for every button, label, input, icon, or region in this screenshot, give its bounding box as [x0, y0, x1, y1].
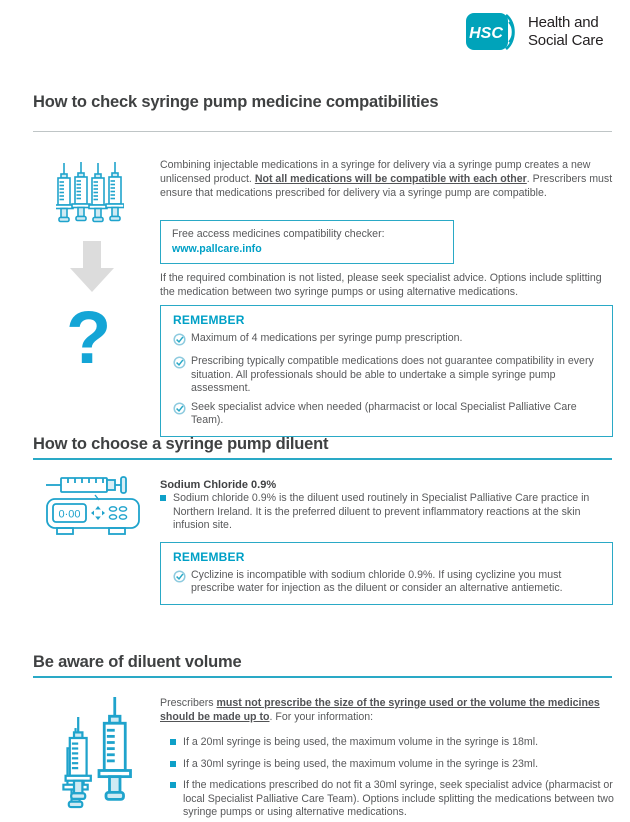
section2-divider — [33, 458, 612, 460]
section1-divider — [33, 131, 612, 132]
two-syringes-icon — [58, 695, 138, 814]
remember-box-1: REMEMBER Maximum of 4 medications per sy… — [160, 305, 613, 437]
remember-box-2: REMEMBER Cyclizine is incompatible with … — [160, 541, 613, 605]
section3-content: Prescribers must not prescribe the size … — [160, 696, 616, 822]
remember1-item: Maximum of 4 medications per syringe pum… — [173, 332, 600, 350]
remember1-item: Seek specialist advice when needed (phar… — [173, 401, 600, 428]
org-name-line2: Social Care — [528, 32, 604, 49]
intro-bold-text: Not all medications will be compatible w… — [254, 173, 527, 185]
remember2-item: Cyclizine is incompatible with sodium ch… — [173, 569, 600, 596]
volume-bullet-text: If the medications prescribed do not fit… — [183, 779, 614, 818]
hsc-logo-icon: HSC — [466, 13, 515, 51]
volume-bullet-text: If a 20ml syringe is being used, the max… — [183, 736, 539, 748]
intro-text-end: . Prescribers must ensure that medicatio… — [160, 173, 613, 199]
square-bullet-icon — [170, 758, 183, 772]
hsc-logo-text: HSC — [469, 25, 503, 42]
section1-advice: If the required combination is not liste… — [160, 272, 602, 298]
remember1-item-text: Prescribing typically compatible medicat… — [191, 355, 594, 394]
four-syringes-icon — [54, 161, 125, 231]
hsc-logo: HSC Health and Social Care — [466, 12, 604, 52]
check-circle-icon — [173, 569, 191, 596]
intro-text: Prescribers — [160, 697, 217, 709]
pallcare-link[interactable]: www.pallcare.info — [172, 243, 262, 255]
remember1-item-text: Maximum of 4 medications per syringe pum… — [191, 332, 463, 344]
section1-title: How to check syringe pump medicine compa… — [33, 93, 439, 111]
check-circle-icon — [173, 332, 191, 350]
remember1-title: REMEMBER — [173, 313, 245, 327]
compatibility-checker-box: Free access medicines compatibility chec… — [160, 220, 454, 264]
intro-text: Combining injectable medications in a sy… — [160, 159, 591, 185]
square-bullet-icon — [170, 779, 183, 820]
section3-title: Be aware of diluent volume — [33, 653, 242, 671]
square-bullet-icon — [170, 736, 183, 750]
volume-bullet: If the medications prescribed do not fit… — [170, 779, 616, 820]
diluent-bullet-text: Sodium chloride 0.9% is the diluent used… — [173, 492, 590, 531]
intro-bold-text: must not prescribe the size of the syrin… — [160, 697, 600, 723]
question-mark-icon: ? — [66, 296, 112, 379]
diluent-subheading: Sodium Chloride 0.9% — [160, 479, 277, 491]
pump-display-value: 0·00 — [58, 509, 80, 521]
remember1-item: Prescribing typically compatible medicat… — [173, 355, 600, 396]
section3-divider — [33, 676, 612, 678]
org-name-line1: Health and — [528, 14, 599, 31]
volume-bullet-text: If a 30ml syringe is being used, the max… — [183, 757, 539, 770]
section2-content: Sodium Chloride 0.9% Sodium chloride 0.9… — [160, 478, 613, 605]
checker-label: Free access medicines compatibility chec… — [172, 228, 385, 240]
volume-bullet: If a 20ml syringe is being used, the max… — [170, 736, 616, 750]
diluent-bullet: Sodium chloride 0.9% is the diluent used… — [160, 492, 613, 533]
section1-intro: Combining injectable medications in a sy… — [160, 158, 613, 200]
volume-bullet: If a 30ml syringe is being used, the max… — [170, 758, 616, 772]
section2-title: How to choose a syringe pump diluent — [33, 435, 329, 453]
check-circle-icon — [173, 355, 191, 396]
section1-content: Combining injectable medications in a sy… — [160, 158, 613, 437]
remember2-item-text: Cyclizine is incompatible with sodium ch… — [191, 568, 563, 595]
remember1-item-text: Seek specialist advice when needed (phar… — [191, 400, 577, 427]
check-circle-icon — [173, 401, 191, 428]
square-bullet-icon — [160, 492, 173, 533]
section3-intro: Prescribers must not prescribe the size … — [160, 696, 616, 724]
syringe-pump-icon: 0·00 — [45, 473, 145, 542]
down-arrow-icon — [69, 241, 115, 298]
remember2-title: REMEMBER — [173, 549, 245, 564]
org-name: Health and Social Care — [528, 12, 604, 50]
intro-text-end: . For your information: — [269, 711, 374, 723]
